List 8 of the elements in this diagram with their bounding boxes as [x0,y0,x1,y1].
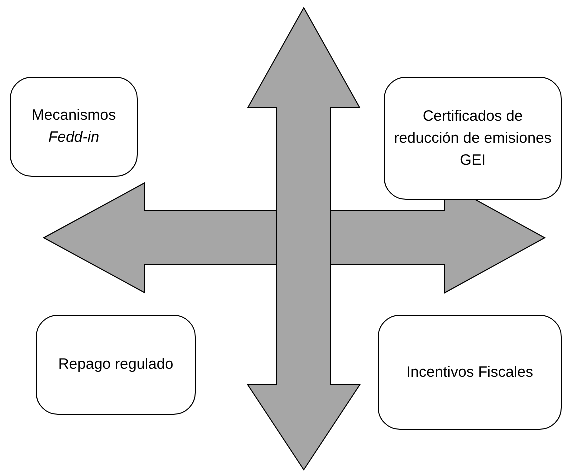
box-text: Certificados de reducción de emisiones GEI [393,106,553,170]
box-text: Mecanismos Fedd-in [30,106,118,148]
rounded-box [36,315,196,415]
box-text: Repago regulado [58,355,174,375]
rounded-box [10,77,138,177]
box-text: Incentivos Fiscales [406,362,534,382]
rounded-box [378,315,562,430]
rounded-box [384,77,562,200]
